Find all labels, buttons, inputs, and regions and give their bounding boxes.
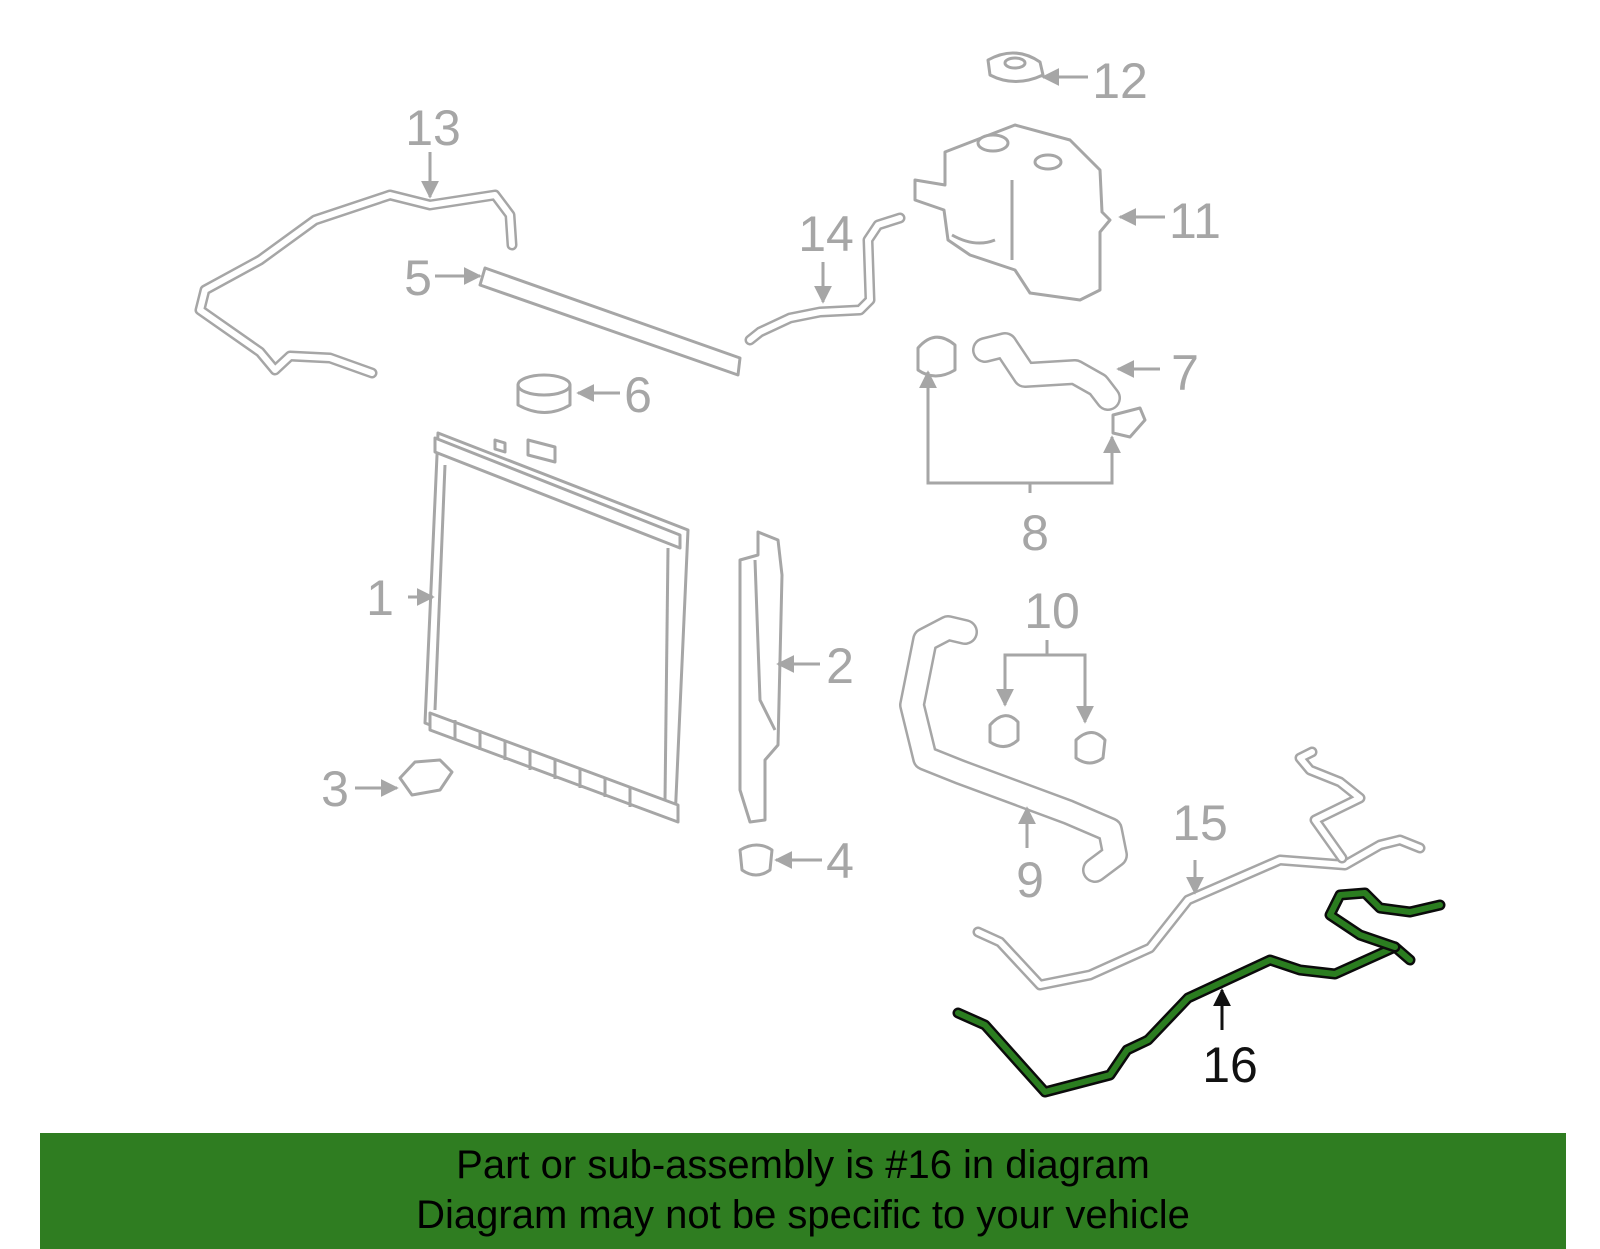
part-4-grommet	[738, 843, 774, 877]
callout-13: 13	[405, 100, 461, 156]
callout-9: 9	[1016, 852, 1044, 908]
callout-12: 12	[1092, 53, 1148, 109]
part-13-hose	[194, 189, 518, 379]
part-5-seal	[478, 266, 742, 377]
part-9-hose	[899, 615, 1128, 883]
callout-labels: 1 2 3 4 5 6 7 8 9 10 11 12 13 14 15 16	[321, 53, 1258, 1093]
part-3-bracket	[398, 758, 454, 797]
banner-line-2: Diagram may not be specific to your vehi…	[416, 1193, 1190, 1237]
callout-7: 7	[1171, 345, 1199, 401]
callout-14: 14	[798, 206, 854, 262]
callout-3: 3	[321, 761, 349, 817]
callout-8: 8	[1021, 505, 1049, 561]
part-15-line	[972, 746, 1426, 991]
callout-6: 6	[624, 367, 652, 423]
part-7-hose	[972, 332, 1121, 411]
leader-lines	[355, 68, 1231, 1030]
part-11-reservoir	[913, 123, 1112, 302]
callout-10: 10	[1024, 583, 1080, 639]
callout-11: 11	[1169, 193, 1221, 249]
callout-5: 5	[404, 250, 432, 306]
info-banner: Part or sub-assembly is #16 in diagram D…	[40, 1133, 1566, 1249]
callout-16: 16	[1202, 1037, 1258, 1093]
callout-15: 15	[1172, 795, 1228, 851]
callout-2: 2	[826, 638, 854, 694]
part-2-deflector	[738, 530, 784, 824]
callout-4: 4	[826, 833, 854, 889]
part-10-clamps	[988, 714, 1107, 765]
part-1-radiator	[423, 431, 690, 824]
part-12-cap	[986, 51, 1045, 83]
callout-1: 1	[366, 570, 394, 626]
part-14-hose	[744, 212, 906, 346]
banner-line-1: Part or sub-assembly is #16 in diagram	[456, 1143, 1150, 1187]
part-6-cap	[516, 373, 572, 414]
part-16-line-highlighted	[952, 887, 1446, 1098]
